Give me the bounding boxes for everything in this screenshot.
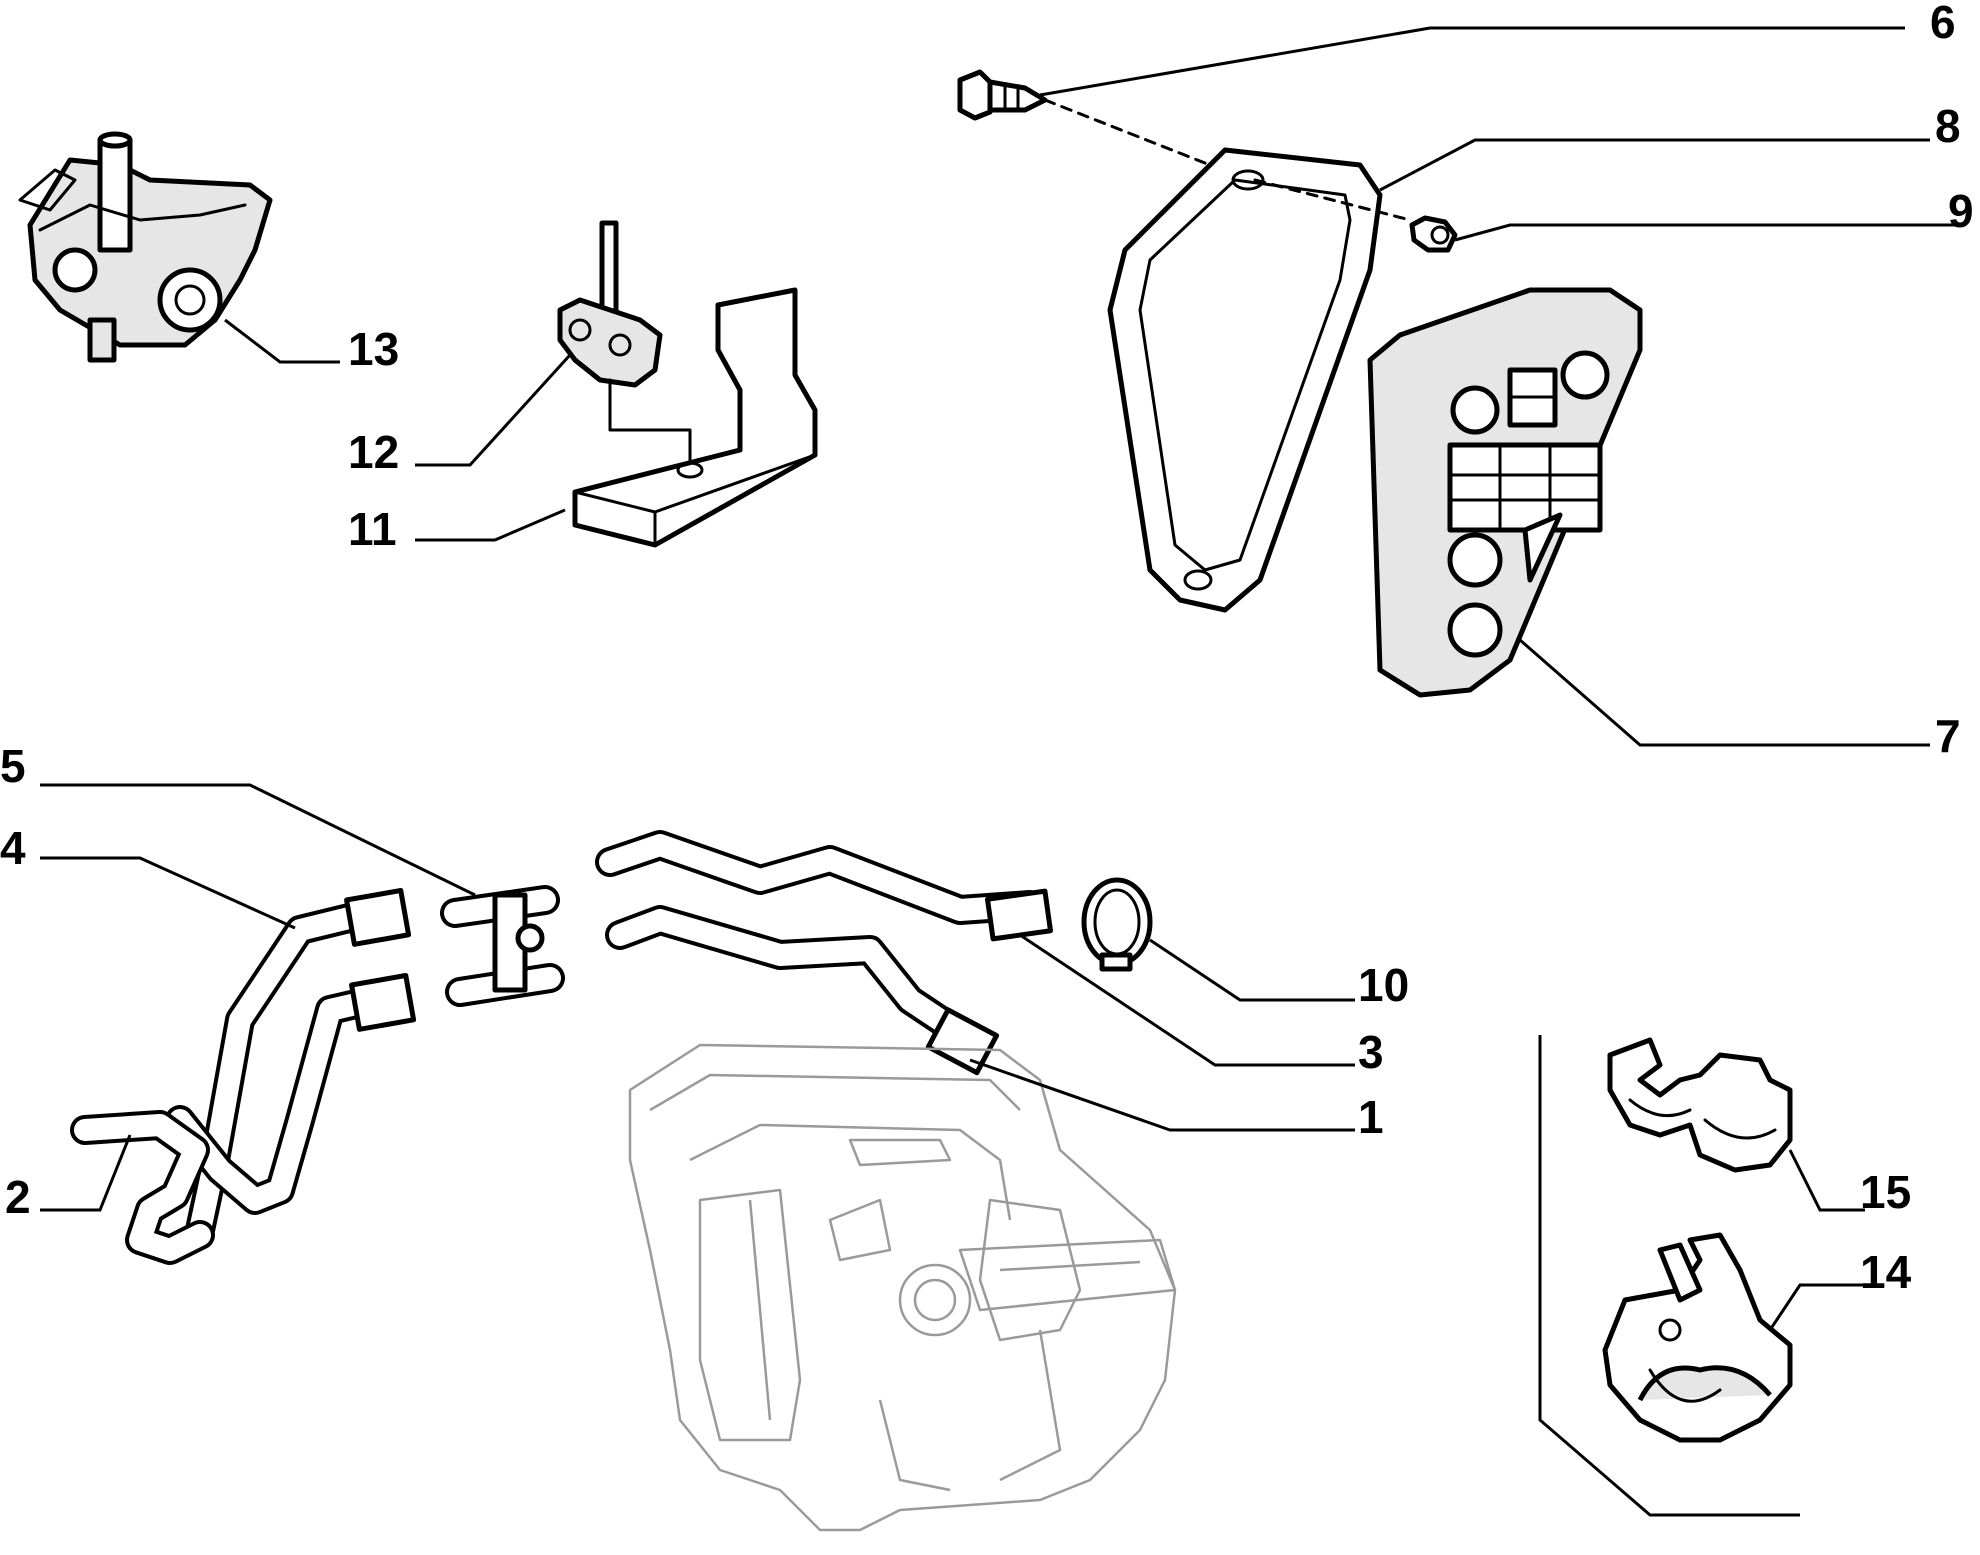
leader-14 <box>1768 1283 1865 1331</box>
leader-10 <box>1149 938 1355 1002</box>
callout-15: 15 <box>1860 1166 1911 1218</box>
leader-1 <box>969 1058 1355 1132</box>
leader-15 <box>1788 1149 1865 1212</box>
leader-8 <box>1379 138 1930 192</box>
leader-11 <box>415 508 566 542</box>
part-10-clamp <box>1081 877 1153 972</box>
part-9-nut <box>1409 215 1458 253</box>
callout-2: 2 <box>5 1171 31 1223</box>
part-14-clip <box>1602 1232 1793 1443</box>
callout-11: 11 <box>348 503 397 555</box>
leader-7 <box>1519 638 1930 747</box>
callout-14: 14 <box>1860 1246 1912 1298</box>
leader-13 <box>224 318 340 364</box>
callout-8: 8 <box>1935 100 1961 152</box>
leader-9 <box>1454 223 1960 242</box>
callout-labels: 1 2 3 4 5 6 7 8 9 10 11 12 13 14 15 <box>0 0 1974 1298</box>
leader-3 <box>1019 933 1355 1067</box>
part-5-t-connector <box>440 885 565 1007</box>
leader-6 <box>1039 26 1905 97</box>
callout-12: 12 <box>348 426 399 478</box>
heater-box-ghost <box>628 1043 1177 1532</box>
callout-3: 3 <box>1358 1026 1384 1078</box>
callout-10: 10 <box>1358 959 1409 1011</box>
leader-2 <box>40 1134 132 1212</box>
part-13-heater-valve <box>18 131 273 363</box>
callout-6: 6 <box>1930 0 1956 48</box>
callout-7: 7 <box>1935 710 1961 762</box>
leader-12 <box>415 353 572 467</box>
part-15-clip <box>1607 1037 1793 1173</box>
leader-14-15-group <box>1538 1035 1800 1517</box>
callout-1: 1 <box>1358 1091 1384 1143</box>
part-8-gasket <box>1107 147 1412 613</box>
leader-5 <box>40 783 476 897</box>
callout-9: 9 <box>1948 185 1974 237</box>
callout-4: 4 <box>0 822 26 874</box>
part-2-hose <box>70 1110 215 1265</box>
part-6-screw <box>957 69 1212 167</box>
callout-13: 13 <box>348 323 399 375</box>
part-4-pipes <box>165 887 417 1245</box>
leader-lines <box>40 26 1960 1517</box>
part-12-tap <box>557 220 692 462</box>
part-7-heater-core <box>1367 287 1643 698</box>
part-1-hose-lower <box>605 905 1000 1076</box>
callout-5: 5 <box>0 740 26 792</box>
leader-4 <box>40 856 296 930</box>
part-11-bracket <box>572 287 818 548</box>
